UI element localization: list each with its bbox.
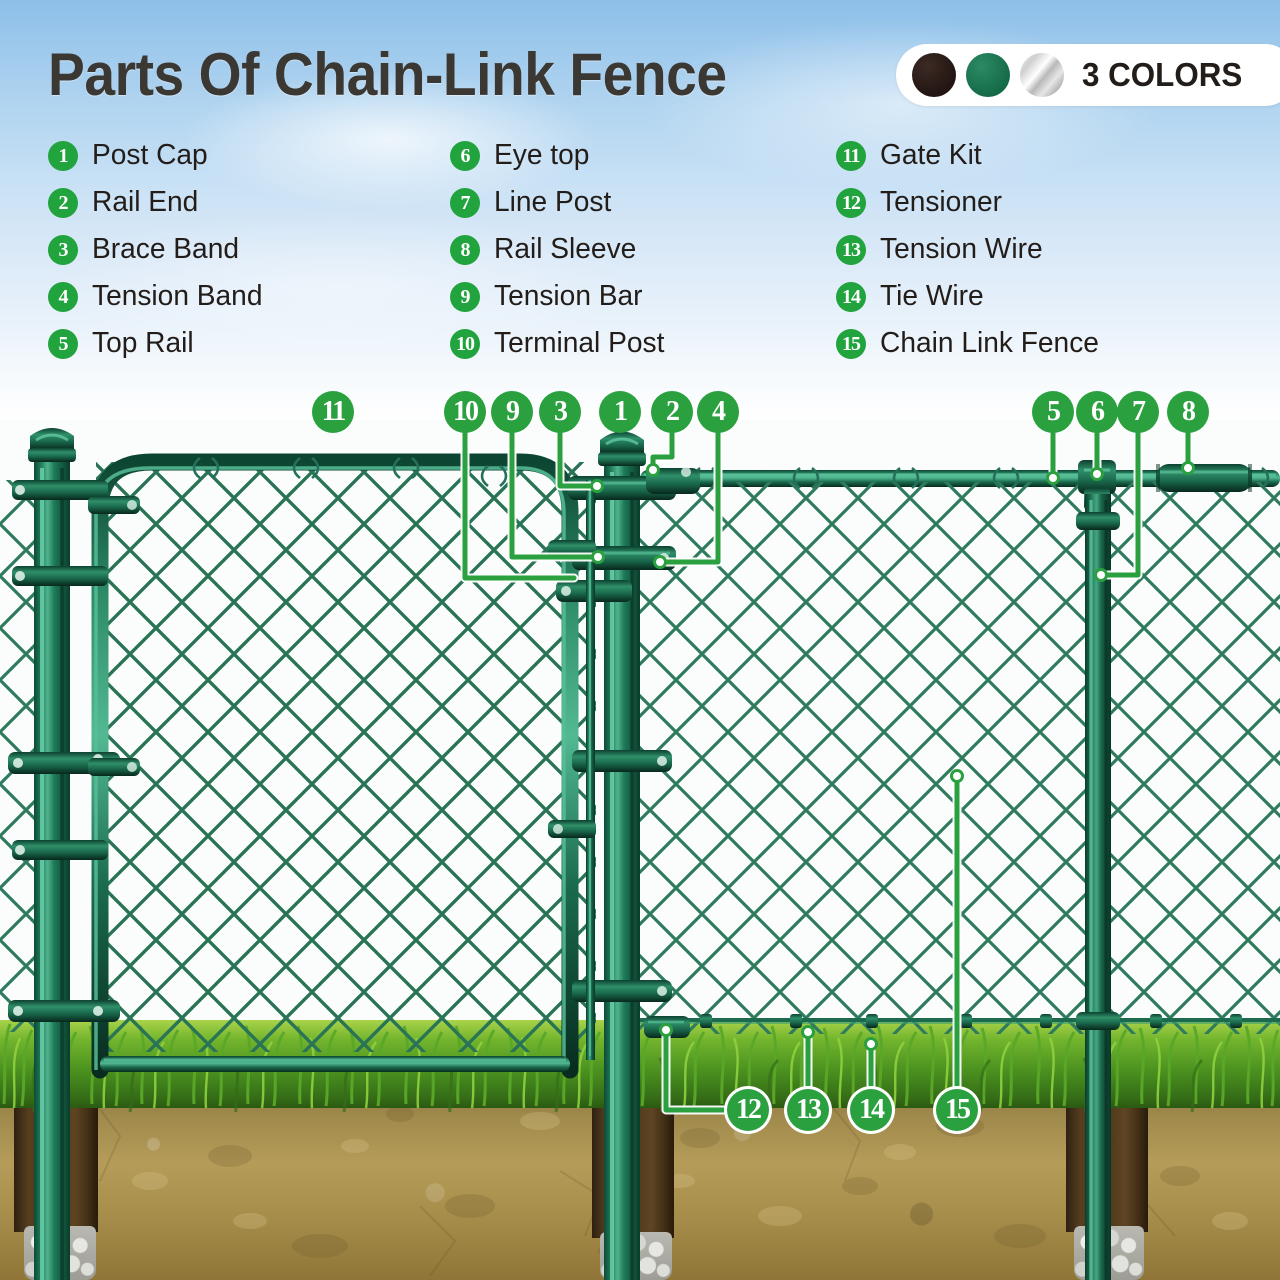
legend-item: 5 Top Rail [48,320,268,367]
legend-item-label: Tension Wire [880,233,1043,265]
gate-hinge-pins [88,496,140,776]
gate-hinge-bands [8,480,120,1022]
legend-item: 10 Terminal Post [450,320,670,367]
legend-column-1: 1 Post Cap 2 Rail End 3 Brace Band 4 Ten… [48,132,268,367]
legend-item: 12 Tensioner [836,179,1106,226]
legend-number-badge: 14 [836,281,866,312]
legend-item-label: Tension Band [92,280,263,312]
legend-column-3: 11 Gate Kit 12 Tensioner 13 Tension Wire… [836,132,1106,367]
callout-anchor-dot [590,479,604,493]
tie-wires-gate [192,456,508,488]
callout-anchor-dot [950,769,964,783]
gate-bottom-rail [100,1056,570,1072]
legend-item: 8 Rail Sleeve [450,226,670,273]
callout-badge-6: 6 [1076,391,1118,433]
legend-item: 15 Chain Link Fence [836,320,1106,367]
legend-number-badge: 15 [836,328,866,359]
legend-item-label: Rail Sleeve [494,233,637,265]
legend-number-badge: 6 [450,140,480,171]
legend-item-label: Post Cap [92,139,208,171]
black-swatch [912,53,956,97]
legend-number-badge: 13 [836,234,866,265]
legend-item: 11 Gate Kit [836,132,1106,179]
legend-item: 7 Line Post [450,179,670,226]
legend-item-label: Chain Link Fence [880,327,1099,359]
callout-badge-4: 4 [697,391,739,433]
line-post [1085,494,1111,1280]
callout-badge-7: 7 [1117,391,1159,433]
legend-number-badge: 7 [450,187,480,218]
callout-badge-9: 9 [491,391,533,433]
legend-item-label: Line Post [494,186,612,218]
callout-badge-1: 1 [599,391,641,433]
callout-anchor-dot [1046,471,1060,485]
legend-item: 14 Tie Wire [836,273,1106,320]
callout-badge-11: 11 [312,391,354,433]
callout-anchor-dot [1181,461,1195,475]
legend-number-badge: 9 [450,281,480,312]
legend-item: 3 Brace Band [48,226,268,273]
callout-anchor-dot [653,555,667,569]
legend-item-label: Brace Band [92,233,240,265]
legend-number-badge: 5 [48,328,78,359]
legend-column-2: 6 Eye top 7 Line Post 8 Rail Sleeve 9 Te… [450,132,670,367]
line-post-fittings [1076,512,1120,1030]
legend-number-badge: 1 [48,140,78,171]
legend-item: 1 Post Cap [48,132,268,179]
legend-item-label: Top Rail [92,327,194,359]
callout-badge-15: 15 [936,1089,978,1131]
legend-item: 4 Tension Band [48,273,268,320]
legend-item-label: Gate Kit [880,139,982,171]
callout-badge-5: 5 [1032,391,1074,433]
callout-anchor-dot [864,1037,878,1051]
callout-anchor-dot [801,1025,815,1039]
tie-wire-clips [700,1014,1242,1028]
callout-anchor-dot [646,463,660,477]
legend-item-label: Tensioner [880,186,1002,218]
callout-anchor-dot [1094,568,1108,582]
legend-number-badge: 12 [836,187,866,218]
callout-anchor-dot [659,1023,673,1037]
legend-number-badge: 10 [450,328,480,359]
callout-badge-3: 3 [539,391,581,433]
callout-badge-14: 14 [850,1089,892,1131]
legend-item: 13 Tension Wire [836,226,1106,273]
color-count-label: 3 COLORS [1082,56,1243,93]
color-options-badge: 3 COLORS [896,44,1280,106]
legend-item: 6 Eye top [450,132,670,179]
green-swatch [966,53,1010,97]
rail-sleeve [1156,464,1252,492]
legend-item: 9 Tension Bar [450,273,670,320]
silver-swatch [1020,53,1064,97]
legend-item: 2 Rail End [48,179,268,226]
page-title: Parts Of Chain-Link Fence [48,41,727,108]
legend-number-badge: 2 [48,187,78,218]
gate-hinge-post [28,428,76,1280]
legend-number-badge: 3 [48,234,78,265]
callout-badge-8: 8 [1167,391,1209,433]
legend-item-label: Tie Wire [880,280,984,312]
legend-number-badge: 11 [836,140,866,171]
callout-badge-13: 13 [787,1089,829,1131]
legend-item-label: Terminal Post [494,327,665,359]
callout-badge-12: 12 [727,1089,769,1131]
callout-badge-10: 10 [444,391,486,433]
callout-badge-2: 2 [651,391,693,433]
callout-anchor-dot [1090,467,1104,481]
post-cap-shape [600,431,644,454]
fence-illustration [0,420,1280,1280]
callout-anchor-dot [591,550,605,564]
legend-item-label: Rail End [92,186,199,218]
legend-number-badge: 4 [48,281,78,312]
tension-bar [586,480,595,1060]
legend-item-label: Tension Bar [494,280,643,312]
legend-number-badge: 8 [450,234,480,265]
legend-item-label: Eye top [494,139,590,171]
